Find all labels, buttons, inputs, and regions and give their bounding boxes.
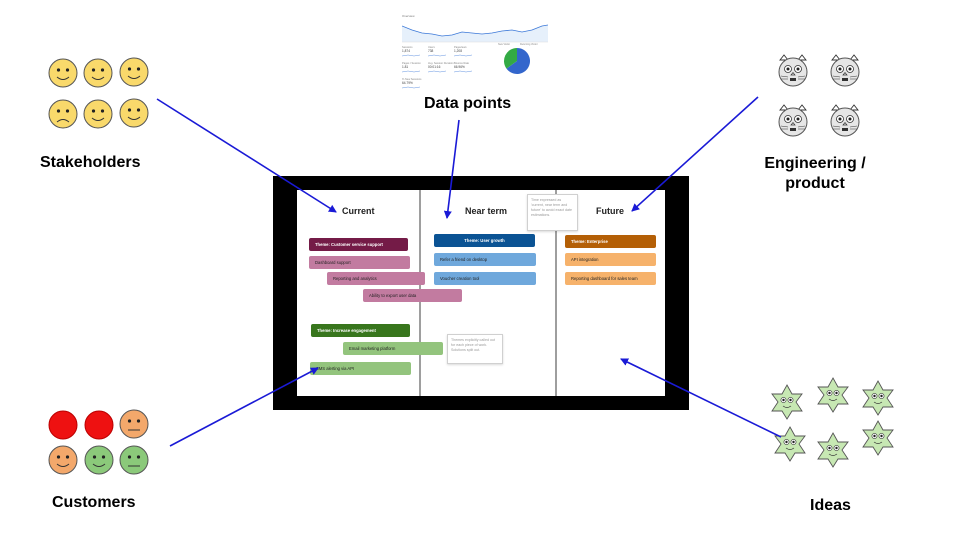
- star-creature-icon: [862, 420, 894, 456]
- customer-faces: [48, 409, 149, 475]
- happy-face-icon: [48, 58, 78, 88]
- neutral-face-icon: [119, 445, 149, 475]
- dashboard-graphic: Overview Sessions1,874Users738Pageviews1…: [401, 14, 549, 89]
- idea-stars: [771, 377, 894, 468]
- dashboard-pie-chart: New Visitor Returning Visitor: [498, 43, 538, 74]
- happy-face-icon: [83, 99, 113, 129]
- engineering-product-label: Engineering / product: [740, 154, 890, 194]
- note-themes: Themes explicitly called out for each pi…: [447, 334, 503, 364]
- stat-label: Bounce Rate: [454, 61, 470, 65]
- stat-value: 1,208: [454, 49, 462, 53]
- stat-sparkline: [401, 86, 421, 89]
- stat-value: 66.96%: [454, 65, 465, 69]
- column-divider: [555, 190, 557, 396]
- card-api-integration[interactable]: API integration: [565, 253, 656, 266]
- column-title-future: Future: [596, 206, 624, 216]
- stat-sparkline: [453, 70, 473, 73]
- data-points-label: Data points: [424, 95, 512, 112]
- stat-sparkline: [401, 54, 421, 57]
- card-export-user-data[interactable]: Ability to export user data: [363, 289, 462, 302]
- traffic-line: [401, 24, 549, 37]
- stat-label: % New Sessions: [402, 77, 422, 81]
- star-creature-icon: [817, 432, 849, 468]
- pie-slice: [504, 48, 517, 69]
- card-reporting-analytics[interactable]: Reporting and analytics: [327, 272, 425, 285]
- red-face-icon: [84, 410, 114, 440]
- star-creature-icon: [771, 384, 803, 420]
- star-creature-icon: [817, 377, 849, 413]
- happy-face-icon: [48, 445, 78, 475]
- stat-value: 1,874: [402, 49, 410, 53]
- stakeholders-label: Stakeholders: [40, 154, 141, 171]
- stat-label: Avg. Session Duration: [428, 61, 454, 65]
- arrow-data-points: [443, 119, 460, 219]
- arrow-stakeholders: [156, 98, 337, 213]
- stat-label: Pages / Session: [402, 61, 421, 65]
- pie-legend-label: New Visitor: [498, 43, 510, 46]
- stat-sparkline: [453, 54, 473, 57]
- cat-face-icon: [778, 54, 808, 87]
- column-title-near-term: Near term: [465, 206, 508, 216]
- arrow-customers: [169, 367, 319, 447]
- stat-value: 64.79%: [402, 81, 413, 85]
- stat-label: Pageviews: [454, 45, 467, 49]
- sad-face-icon: [48, 99, 78, 129]
- cat-face-icon: [830, 104, 860, 137]
- stat-label: Sessions: [402, 45, 413, 49]
- theme-card-user-growth[interactable]: Theme: User growth: [434, 234, 535, 247]
- theme-card-customer-service[interactable]: Theme: Customer service support: [309, 238, 408, 251]
- note-time-expression: Time expressed as 'current, near term an…: [527, 194, 578, 231]
- stat-value: 00:01:16: [428, 65, 441, 69]
- column-title-current: Current: [342, 206, 375, 216]
- stat-value: 738: [428, 49, 434, 53]
- star-creature-icon: [862, 380, 894, 416]
- connector-arrows: [156, 96, 782, 447]
- card-email-marketing[interactable]: Email marketing platform: [343, 342, 443, 355]
- happy-face-icon: [84, 445, 114, 475]
- happy-face-icon: [83, 58, 113, 88]
- stakeholder-faces: [48, 57, 149, 129]
- neutral-face-icon: [119, 409, 149, 439]
- stat-sparkline: [401, 70, 421, 73]
- cat-face-icon: [830, 54, 860, 87]
- dashboard-title: Overview: [402, 14, 415, 18]
- arrow-ideas: [620, 358, 782, 438]
- customers-label: Customers: [52, 494, 136, 511]
- happy-face-icon: [119, 57, 149, 87]
- stat-label: Users: [428, 45, 435, 49]
- star-creature-icon: [774, 426, 806, 462]
- cat-face-icon: [778, 104, 808, 137]
- ideas-label: Ideas: [810, 497, 851, 514]
- pie-legend-label: Returning Visitor: [520, 43, 538, 46]
- roadmap-board: Current Near term Future Theme: Customer…: [297, 190, 665, 396]
- red-face-icon: [48, 410, 78, 440]
- card-sms-alerting[interactable]: SMS alerting via API: [310, 362, 411, 375]
- pie-slice: [506, 48, 530, 74]
- arrow-engineering: [631, 96, 759, 212]
- theme-card-engagement[interactable]: Theme: Increase engagement: [311, 324, 410, 337]
- theme-card-enterprise[interactable]: Theme: Enterprise: [565, 235, 656, 248]
- card-voucher-tool[interactable]: Voucher creation tool: [434, 272, 536, 285]
- stat-value: 1.81: [402, 65, 408, 69]
- happy-face-icon: [119, 98, 149, 128]
- stat-sparkline: [427, 54, 447, 57]
- stat-sparkline: [427, 70, 447, 73]
- engineering-product-text: Engineering / product: [764, 155, 866, 192]
- card-dashboard-support[interactable]: Dashboard support: [309, 256, 410, 269]
- engineering-cats: [778, 54, 860, 137]
- card-reporting-dashboard-sales[interactable]: Reporting dashboard for sales team: [565, 272, 656, 285]
- card-refer-friend[interactable]: Refer a friend on desktop: [434, 253, 536, 266]
